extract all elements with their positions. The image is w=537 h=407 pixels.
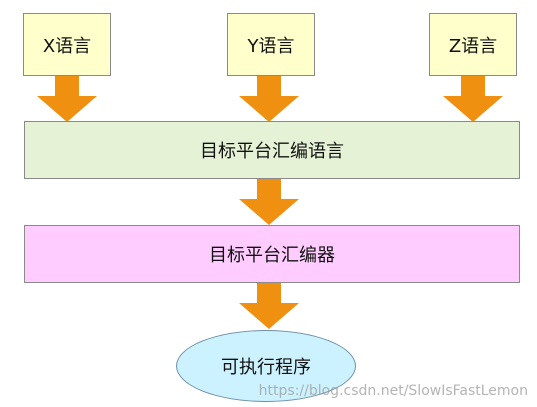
assembly-language-box: 目标平台汇编语言 [24, 121, 520, 179]
assembler-label: 目标平台汇编器 [209, 245, 335, 266]
y-language-label: Y语言 [247, 35, 295, 57]
executable-label: 可执行程序 [221, 357, 311, 378]
z-language-box: Z语言 [429, 13, 517, 76]
y-to-assembly-arrow [239, 76, 299, 122]
assembler-box: 目标平台汇编器 [24, 225, 520, 283]
x-language-box: X语言 [23, 13, 111, 76]
x-to-assembly-arrow [37, 76, 97, 122]
y-language-box: Y语言 [227, 13, 315, 76]
watermark: https://blog.csdn.net/SlowIsFastLemon [258, 383, 528, 399]
x-language-label: X语言 [42, 35, 92, 57]
assembly-language-label: 目标平台汇编语言 [200, 141, 344, 162]
assembly-to-assembler-arrow [239, 179, 299, 225]
assembler-to-executable-arrow [239, 283, 299, 329]
executable-ellipse: 可执行程序 [176, 330, 356, 402]
z-language-label: Z语言 [448, 35, 498, 57]
z-to-assembly-arrow [443, 76, 503, 122]
